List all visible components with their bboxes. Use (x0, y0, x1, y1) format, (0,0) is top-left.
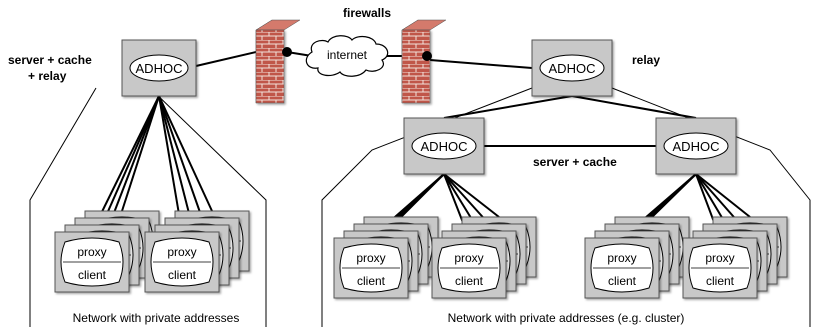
client-label: client (78, 268, 107, 282)
client-label: client (168, 268, 197, 282)
proxy-label: proxy (607, 251, 636, 265)
client-label: client (357, 274, 386, 288)
server-cache-relay-label-2: + relay (28, 69, 67, 83)
network-left-caption: Network with private addresses (73, 311, 240, 325)
firewalls-label: firewalls (343, 6, 391, 20)
proxy-client-stack-right-1: proxy client (333, 216, 439, 299)
adhoc-label: ADHOC (421, 139, 468, 154)
proxy-client-stack-right-2: proxy client (431, 216, 537, 299)
proxy-label: proxy (167, 245, 196, 259)
proxy-label: proxy (454, 251, 483, 265)
adhoc-label: ADHOC (673, 139, 720, 154)
left-network-region (29, 87, 267, 327)
proxy-label: proxy (77, 245, 106, 259)
client-label: client (706, 274, 735, 288)
adhoc-node-left: ADHOC (121, 39, 197, 97)
proxy-client-stack-right-3: proxy client (584, 216, 690, 299)
server-cache-relay-label-1: server + cache (8, 53, 92, 67)
relay-label: relay (632, 53, 660, 67)
adhoc-label: ADHOC (549, 61, 596, 76)
adhoc-node-cache-right: ADHOC (655, 117, 737, 175)
server-cache-label: server + cache (533, 155, 617, 169)
firewall-icon (401, 19, 447, 104)
cloud-icon (305, 35, 389, 77)
firewall-icon (255, 19, 301, 104)
adhoc-label: ADHOC (136, 61, 183, 76)
client-label: client (608, 274, 637, 288)
proxy-label: proxy (705, 251, 734, 265)
adhoc-node-cache-left: ADHOC (403, 117, 485, 175)
internet-label: internet (327, 48, 368, 62)
proxy-label: proxy (356, 251, 385, 265)
proxy-client-stack-left-1: proxy client (54, 210, 160, 293)
proxy-client-stack-right-4: proxy client (682, 216, 788, 299)
network-right-caption: Network with private addresses (e.g. clu… (448, 311, 685, 325)
client-label: client (455, 274, 484, 288)
proxy-client-stack-left-2: proxy client (144, 210, 250, 293)
adhoc-node-relay: ADHOC (531, 39, 613, 97)
